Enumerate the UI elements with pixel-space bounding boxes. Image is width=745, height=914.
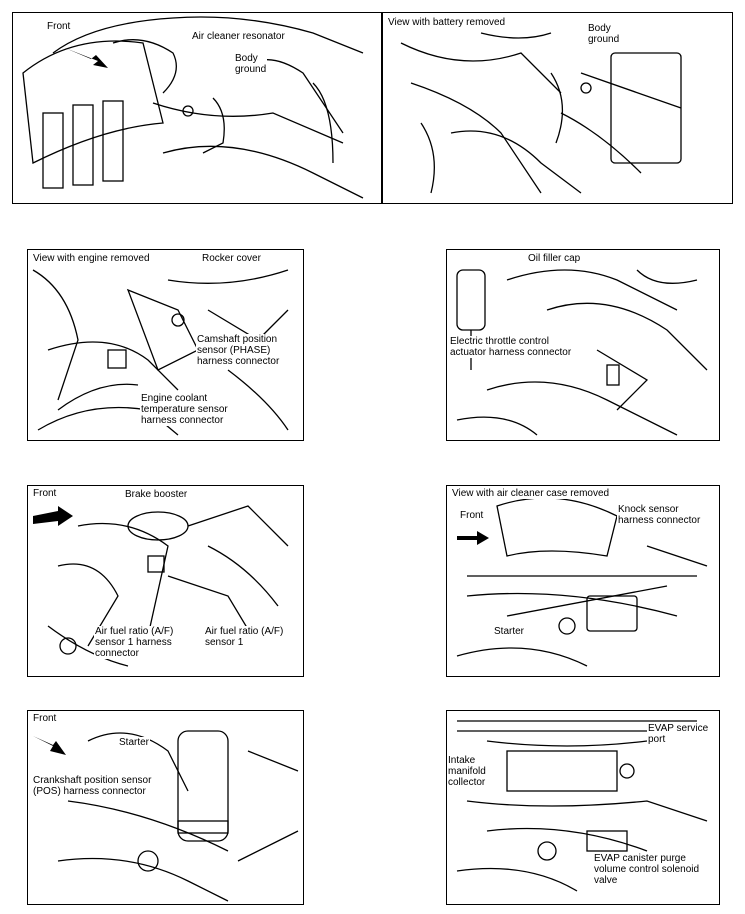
brake-booster-label: Brake booster	[124, 489, 189, 500]
af-sensor-label: Air fuel ratio (A/F) sensor 1	[204, 626, 285, 648]
brake-booster-panel: Front Brake booster Air fuel ratio (A/F)…	[27, 485, 304, 677]
top-panel: Front Air cleaner resonator Body ground …	[12, 12, 733, 204]
coolant-sensor-label: Engine coolant temperature sensor harnes…	[140, 393, 229, 426]
view-engine-removed-label: View with engine removed	[32, 253, 151, 264]
evap-drawing	[456, 720, 708, 892]
panel-divider	[381, 13, 383, 203]
oil-filler-panel: Oil filler cap Electric throttle control…	[446, 249, 720, 441]
throttle-actuator-label: Electric throttle control actuator harne…	[449, 336, 573, 358]
starter-label: Starter	[493, 626, 526, 637]
rocker-cover-label: Rocker cover	[201, 253, 262, 264]
intake-manifold-label: Intake manifold collector	[447, 755, 487, 788]
front-label: Front	[459, 510, 485, 521]
air-cleaner-drawing	[456, 497, 708, 667]
view-battery-removed-label: View with battery removed	[387, 17, 507, 28]
starter-label: Starter	[118, 737, 151, 748]
body-ground-label: Body ground	[234, 53, 268, 75]
air-cleaner-panel: View with air cleaner case removed Front…	[446, 485, 720, 677]
crankshaft-panel: Front Starter Crankshaft position sensor…	[27, 710, 304, 905]
view-air-cleaner-removed-label: View with air cleaner case removed	[451, 488, 611, 499]
evap-solenoid-label: EVAP canister purge volume control solen…	[593, 853, 701, 886]
oil-filler-drawing	[456, 269, 708, 436]
front-label: Front	[32, 713, 58, 724]
oil-filler-cap-label: Oil filler cap	[527, 253, 582, 264]
crankshaft-drawing	[33, 730, 299, 902]
evap-service-port-label: EVAP service port	[647, 723, 710, 745]
camshaft-sensor-label: Camshaft position sensor (PHASE) harness…	[196, 334, 281, 367]
knock-sensor-label: Knock sensor harness connector	[617, 504, 702, 526]
body-ground-label-right: Body ground	[587, 23, 621, 45]
front-label: Front	[46, 21, 72, 32]
crankshaft-sensor-label: Crankshaft position sensor (POS) harness…	[32, 775, 153, 797]
front-label: Front	[32, 488, 58, 499]
af-sensor-connector-label: Air fuel ratio (A/F) sensor 1 harness co…	[94, 626, 175, 659]
evap-panel: EVAP service port Intake manifold collec…	[446, 710, 720, 905]
top-left-engine-drawing	[22, 16, 682, 199]
engine-removed-panel: View with engine removed Rocker cover Ca…	[27, 249, 304, 441]
air-cleaner-resonator-label: Air cleaner resonator	[191, 31, 286, 42]
